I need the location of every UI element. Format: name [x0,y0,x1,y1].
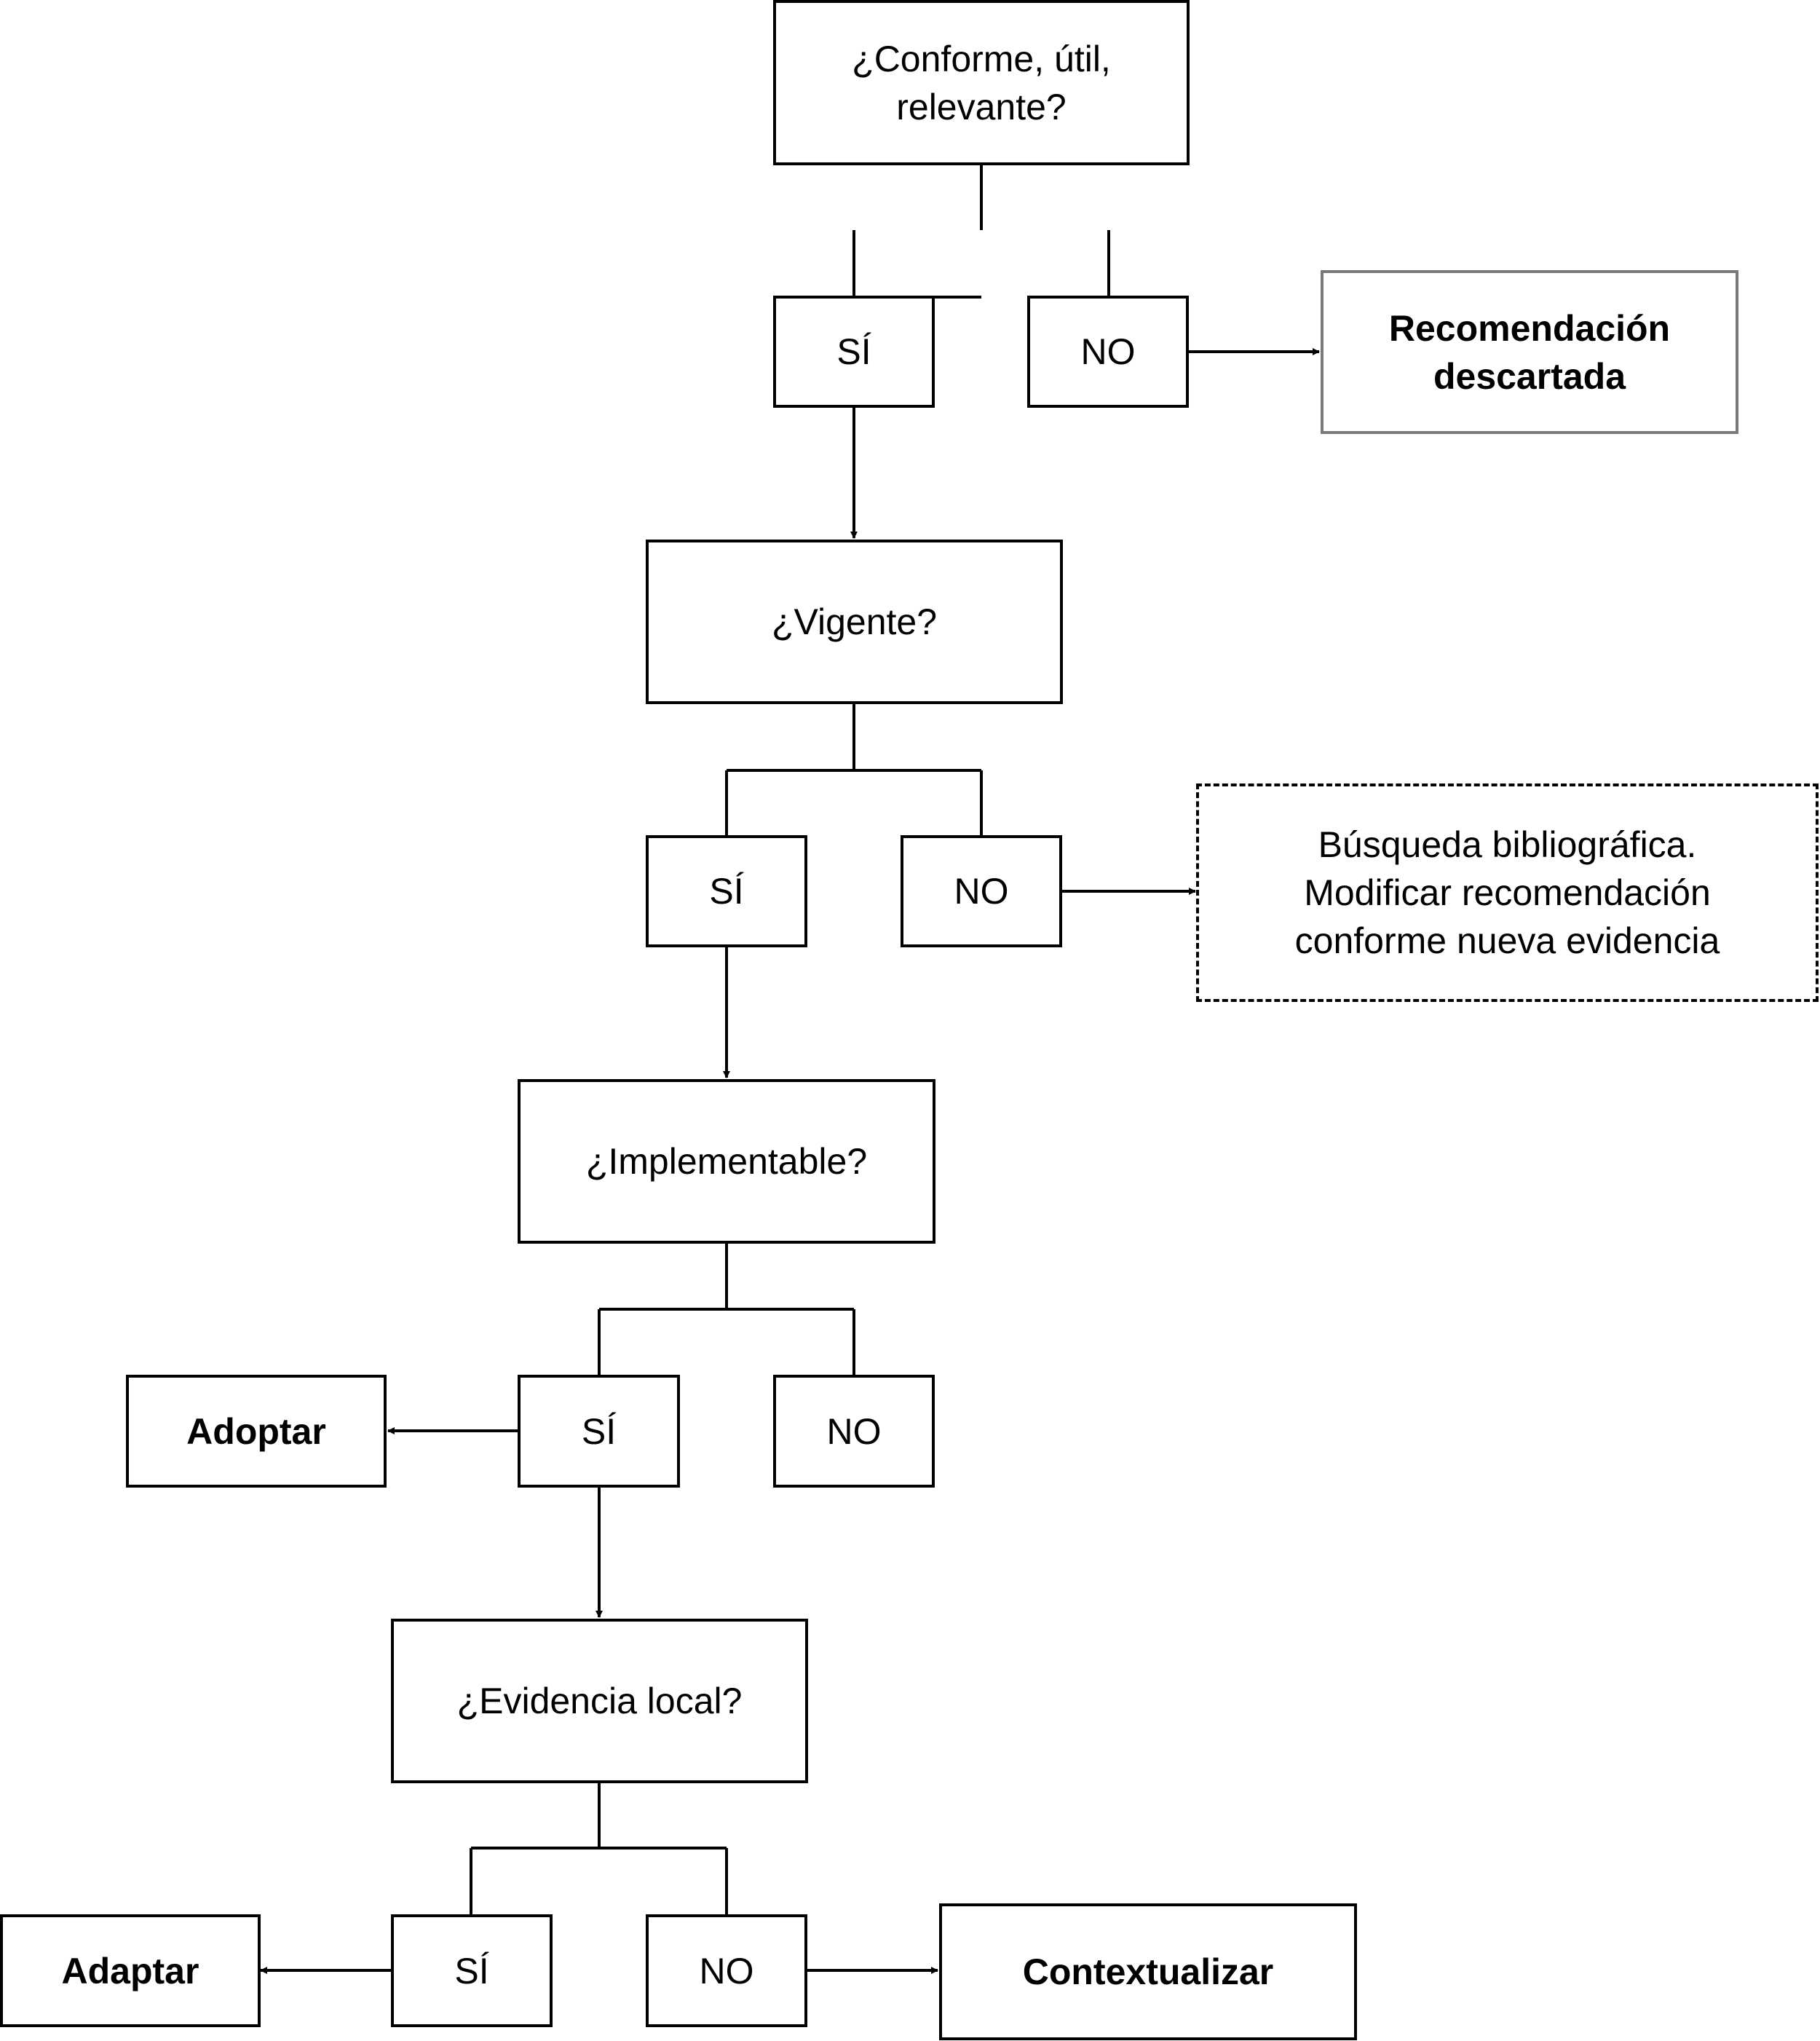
q1-yes-label: SÍ [836,331,871,372]
q4-no-box: NO [646,1914,807,2027]
q3-yes-box: SÍ [518,1375,680,1488]
discarded-text: Recomendación descartada [1388,307,1671,397]
q1-no-label: NO [1080,331,1136,372]
adapt-box: Adaptar [0,1914,261,2027]
search-box: Búsqueda bibliográfica. Modificar recome… [1196,783,1819,1002]
question-evidencia-text: ¿Evidencia local? [456,1681,743,1721]
question-conforme-text: ¿Conforme, útil, relevante? [852,38,1111,127]
q1-yes-box: SÍ [773,296,935,408]
contextualize-box: Contextualizar [939,1903,1357,2040]
search-text: Búsqueda bibliográfica. Modificar recome… [1294,824,1720,961]
adopt-box: Adoptar [126,1375,387,1488]
q3-no-label: NO [826,1410,882,1452]
q4-no-label: NO [699,1950,754,1991]
question-implementable-box: ¿Implementable? [518,1079,935,1244]
adapt-text: Adaptar [61,1950,199,1991]
q2-no-box: NO [901,835,1062,947]
q2-no-label: NO [954,871,1009,912]
q4-yes-box: SÍ [391,1914,553,2027]
discarded-box: Recomendación descartada [1321,270,1738,434]
adopt-text: Adoptar [186,1410,326,1452]
contextualize-text: Contextualizar [1022,1951,1274,1992]
question-implementable-text: ¿Implementable? [585,1141,868,1182]
q4-yes-label: SÍ [454,1950,489,1991]
question-evidencia-box: ¿Evidencia local? [391,1619,808,1783]
question-vigente-box: ¿Vigente? [646,540,1063,704]
q3-yes-label: SÍ [581,1410,617,1452]
q1-no-box: NO [1027,296,1189,408]
q2-yes-box: SÍ [646,835,807,947]
q3-no-box: NO [773,1375,935,1488]
question-conforme-box: ¿Conforme, útil, relevante? [773,0,1190,165]
q2-yes-label: SÍ [709,871,744,912]
question-vigente-text: ¿Vigente? [771,601,938,642]
